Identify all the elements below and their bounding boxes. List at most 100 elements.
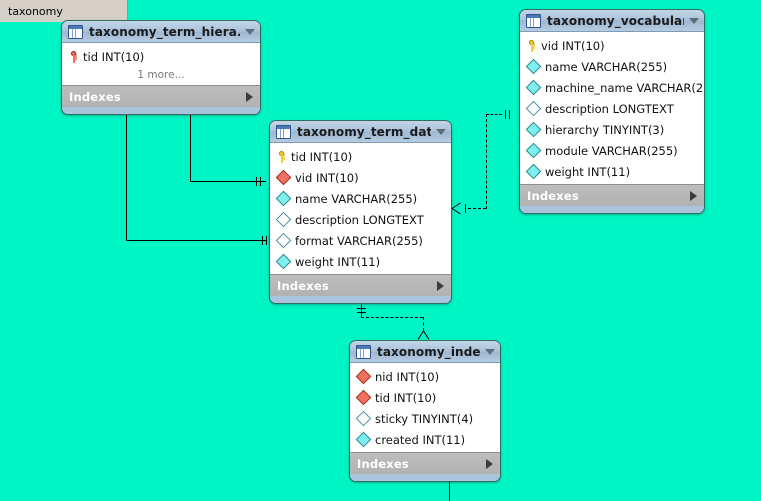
table-node-taxonomy-term-hierarchy[interactable]: taxonomy_term_hiera... tid INT(10) 1 mor… [61, 20, 261, 115]
nullable-diamond-icon [275, 211, 292, 228]
column-label: module VARCHAR(255) [545, 143, 678, 158]
connector-line-dashed [486, 114, 487, 209]
column-label: vid INT(10) [295, 170, 359, 185]
table-icon [276, 124, 291, 139]
table-column[interactable]: weight INT(11) [270, 251, 451, 272]
not-null-diamond-icon [525, 142, 542, 159]
column-label: nid INT(10) [375, 369, 440, 384]
table-node-taxonomy-vocabulary[interactable]: taxonomy_vocabulary vid INT(10) name VAR… [519, 9, 705, 214]
table-column[interactable]: name VARCHAR(255) [270, 188, 451, 209]
table-title: taxonomy_term_data [297, 124, 431, 139]
not-null-diamond-icon [525, 163, 542, 180]
indexes-section[interactable]: Indexes [350, 452, 500, 474]
table-header[interactable]: taxonomy_index [350, 341, 500, 363]
table-column[interactable]: machine_name VARCHAR(255) [520, 77, 704, 98]
chevron-down-icon[interactable] [245, 28, 255, 35]
nullable-diamond-icon [525, 100, 542, 117]
column-label: sticky TINYINT(4) [375, 411, 474, 426]
table-column[interactable]: vid INT(10) [270, 167, 451, 188]
schema-tab-label: taxonomy [8, 4, 63, 18]
column-label: weight INT(11) [545, 164, 631, 179]
not-null-diamond-icon [525, 79, 542, 96]
table-column[interactable]: tid INT(10) [270, 146, 451, 167]
indexes-label: Indexes [69, 89, 121, 104]
column-label: vid INT(10) [541, 38, 605, 53]
column-label: description LONGTEXT [295, 212, 424, 227]
expand-triangle-icon[interactable] [437, 280, 444, 291]
table-node-taxonomy-index[interactable]: taxonomy_index nid INT(10) tid INT(10) s… [349, 340, 501, 482]
schema-tab[interactable]: taxonomy [0, 0, 128, 22]
table-header[interactable]: taxonomy_vocabulary [520, 10, 704, 32]
table-column[interactable]: module VARCHAR(255) [520, 140, 704, 161]
primary-key-icon [277, 150, 286, 163]
one-bar-icon [465, 204, 466, 213]
column-label: weight INT(11) [295, 254, 381, 269]
connector-line [190, 181, 266, 182]
connector-line [361, 303, 362, 317]
nullable-diamond-icon [275, 232, 292, 249]
table-column[interactable]: weight INT(11) [520, 161, 704, 182]
table-column[interactable]: name VARCHAR(255) [520, 56, 704, 77]
connector-line-dashed [486, 114, 502, 115]
foreign-key-diamond-icon [355, 368, 372, 385]
column-label: machine_name VARCHAR(255) [545, 80, 705, 95]
expand-triangle-icon[interactable] [690, 190, 697, 201]
column-label: name VARCHAR(255) [295, 191, 418, 206]
connector-line-dashed [468, 208, 486, 209]
table-column[interactable]: hierarchy TINYINT(3) [520, 119, 704, 140]
indexes-section[interactable]: Indexes [270, 274, 451, 296]
foreign-key-diamond-icon [275, 169, 292, 186]
one-bar-icon [505, 110, 506, 119]
table-column[interactable]: tid INT(10) [350, 387, 500, 408]
expand-triangle-icon[interactable] [246, 91, 253, 102]
not-null-diamond-icon [275, 253, 292, 270]
one-bar-icon [260, 177, 261, 186]
one-bar-icon [262, 236, 263, 245]
connector-line [126, 240, 266, 241]
more-columns-label[interactable]: 1 more... [137, 69, 185, 81]
table-column[interactable]: description LONGTEXT [270, 209, 451, 230]
table-title: taxonomy_vocabulary [547, 13, 684, 28]
table-column[interactable]: format VARCHAR(255) [270, 230, 451, 251]
indexes-label: Indexes [357, 456, 409, 471]
table-column[interactable]: sticky TINYINT(4) [350, 408, 500, 429]
indexes-label: Indexes [277, 278, 329, 293]
expand-triangle-icon[interactable] [486, 458, 493, 469]
column-list: vid INT(10) name VARCHAR(255) machine_na… [520, 32, 704, 184]
table-column[interactable]: description LONGTEXT [520, 98, 704, 119]
indexes-section[interactable]: Indexes [520, 184, 704, 206]
column-list: nid INT(10) tid INT(10) sticky TINYINT(4… [350, 363, 500, 452]
not-null-diamond-icon [525, 58, 542, 75]
table-column[interactable]: created INT(11) [350, 429, 500, 450]
column-label: tid INT(10) [291, 149, 353, 164]
chevron-down-icon[interactable] [689, 17, 699, 24]
one-bar-icon [266, 236, 267, 245]
table-node-taxonomy-term-data[interactable]: taxonomy_term_data tid INT(10) vid INT(1… [269, 120, 452, 304]
table-bottom-strip [350, 474, 500, 481]
column-list: tid INT(10) 1 more... [62, 43, 260, 85]
chevron-down-icon[interactable] [485, 348, 495, 355]
table-header[interactable]: taxonomy_term_data [270, 121, 451, 143]
connector-line [126, 113, 127, 240]
column-label: hierarchy TINYINT(3) [545, 122, 665, 137]
table-icon [526, 13, 541, 28]
table-column[interactable]: nid INT(10) [350, 366, 500, 387]
table-header[interactable]: taxonomy_term_hiera... [62, 21, 260, 43]
table-bottom-strip [520, 206, 704, 213]
indexes-section[interactable]: Indexes [62, 85, 260, 107]
column-label: name VARCHAR(255) [545, 59, 668, 74]
connector-line [449, 480, 450, 501]
nullable-diamond-icon [355, 410, 372, 427]
chevron-down-icon[interactable] [436, 128, 446, 135]
not-null-diamond-icon [525, 121, 542, 138]
table-column[interactable]: tid INT(10) [62, 46, 260, 67]
table-title: taxonomy_index [377, 344, 480, 359]
table-title: taxonomy_term_hiera... [89, 24, 240, 39]
column-label: created INT(11) [375, 432, 466, 447]
table-bottom-strip [62, 107, 260, 114]
column-list: tid INT(10) vid INT(10) name VARCHAR(255… [270, 143, 451, 274]
table-column[interactable]: vid INT(10) [520, 35, 704, 56]
not-null-diamond-icon [355, 431, 372, 448]
column-label: tid INT(10) [83, 49, 145, 64]
